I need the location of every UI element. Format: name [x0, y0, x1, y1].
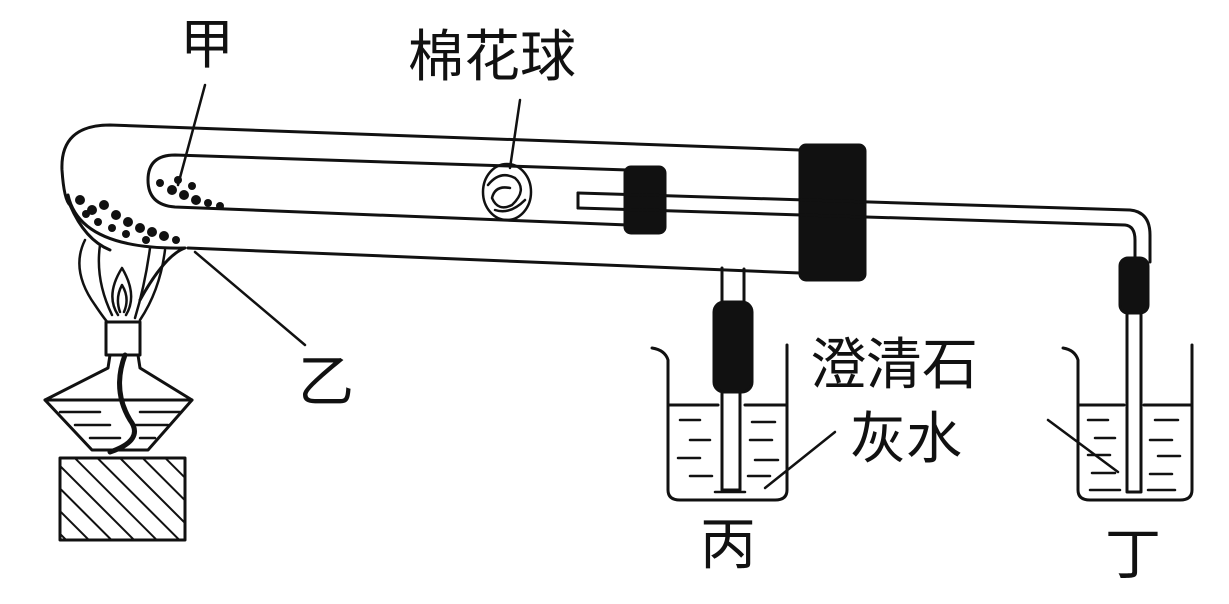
- label-bing: 丙: [700, 513, 756, 578]
- inner-stopper: [623, 165, 667, 235]
- delivery-tube-bing: [712, 266, 754, 492]
- label-cotton-ball: 棉花球: [408, 25, 576, 90]
- label-limewater-line1: 澄清石: [810, 333, 978, 398]
- cotton-leader-line: [508, 98, 522, 170]
- beaker-bing: [650, 343, 837, 502]
- support-block: [58, 456, 187, 542]
- label-ding: 丁: [1105, 523, 1161, 588]
- outer-test-tube: [60, 123, 802, 302]
- label-limewater-line2: 灰水: [850, 407, 962, 472]
- delivery-tube-ding: [576, 191, 1152, 494]
- yi-leader-line: [193, 250, 307, 347]
- label-yi: 乙: [298, 350, 354, 415]
- jia-leader-line: [176, 83, 207, 187]
- beaker-ding: [1046, 343, 1194, 502]
- inner-test-tube: [146, 153, 630, 227]
- cotton-ball: [481, 162, 533, 222]
- alcohol-lamp: [43, 320, 194, 455]
- solid-yi: [75, 195, 180, 244]
- label-jia: 甲: [180, 13, 234, 76]
- outer-stopper: [798, 143, 867, 282]
